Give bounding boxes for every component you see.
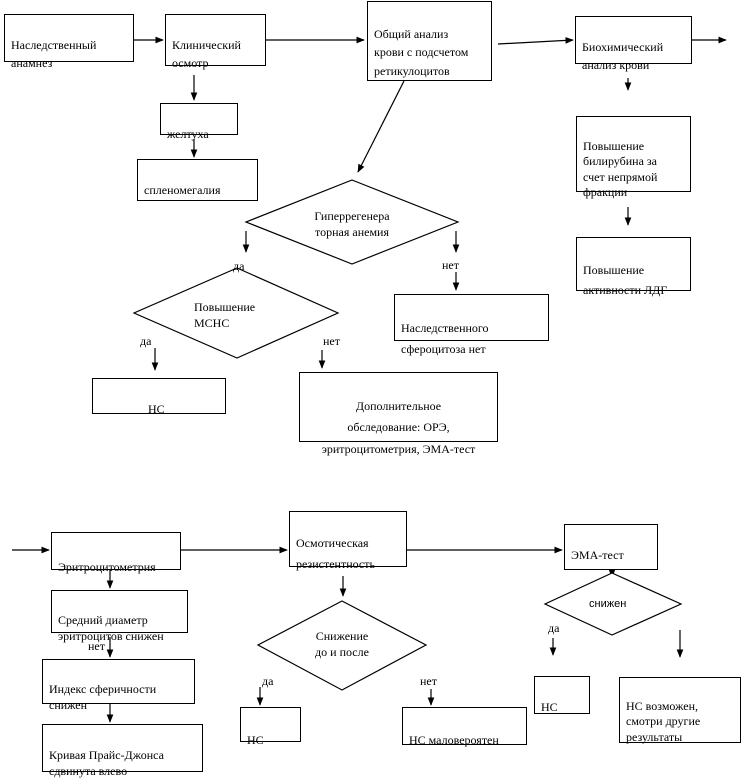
sphericity-index-label: Индекс сферичности снижен — [49, 682, 157, 713]
blood-test-label: Общий анализ крови с подсчетом ретикулоц… — [374, 26, 469, 78]
hs-result-box-2: НС — [240, 707, 301, 747]
arrow-blood-to-hyperregen — [357, 80, 405, 173]
hyperregen-decision-label: Гиперрегенера торная анемия — [314, 209, 390, 240]
clinical-exam-label: Клинический осмотр — [172, 37, 241, 71]
ema-test-box: ЭМА-тест — [564, 524, 658, 570]
hs-result-box-1: НС — [92, 378, 226, 416]
hs-unlikely-label: НС маловероятен — [409, 732, 499, 747]
osmotic-resistance-label: Осмотическая резистентность — [296, 536, 375, 571]
jaundice-label: желтуха — [167, 126, 209, 141]
arrow-blood-to-biochem — [497, 37, 574, 45]
yes-label-2: да — [140, 334, 152, 348]
yes-label-5: да — [548, 621, 560, 635]
mean-diameter-box: Средний диаметр эритроцитов снижен — [51, 590, 188, 643]
price-jones-label: Кривая Прайс-Джонса сдвинута влево — [49, 748, 164, 779]
reduced-diamond — [543, 572, 683, 636]
no-label-1: нет — [442, 258, 459, 272]
hs-result-label-2: НС — [247, 732, 264, 747]
hs-possible-box: НС возможен, смотри другие результаты — [619, 677, 741, 744]
no-label-2: нет — [323, 334, 340, 348]
mchc-decision-label: Повышение МСНС — [194, 300, 256, 331]
ldh-label: Повышение активности ЛДГ — [583, 262, 668, 297]
ema-test-label: ЭМА-тест — [571, 547, 624, 562]
hyperregen-diamond — [244, 179, 460, 265]
no-spherocytosis-box: Наследственного сфероцитоза нет — [394, 294, 549, 356]
no-spherocytosis-label: Наследственного сфероцитоза нет — [401, 321, 489, 356]
splenomegaly-label: спленомегалия — [144, 182, 221, 197]
hs-possible-label: НС возможен, смотри другие результаты — [626, 698, 701, 744]
hereditary-anamnesis-label: Наследственный анамнез — [11, 37, 97, 71]
bilirubin-label: Повышение билирубина за счет непрямой фр… — [583, 138, 658, 200]
no-label-3: нет — [88, 639, 105, 653]
additional-exam-label: Дополнительное обследование: ОРЭ, эритро… — [321, 398, 476, 456]
reduction-diamond — [256, 600, 428, 691]
blood-test-box: Общий анализ крови с подсчетом ретикулоц… — [367, 1, 492, 81]
hereditary-anamnesis-box: Наследственный анамнез — [4, 14, 134, 70]
additional-exam-box: Дополнительное обследование: ОРЭ, эритро… — [299, 372, 498, 456]
sphericity-index-box: Индекс сферичности снижен — [42, 659, 195, 712]
osmotic-resistance-box: Осмотическая резистентность — [289, 511, 407, 571]
bilirubin-box: Повышение билирубина за счет непрямой фр… — [576, 116, 691, 199]
ldh-box: Повышение активности ЛДГ — [576, 237, 691, 297]
mean-diameter-label: Средний диаметр эритроцитов снижен — [58, 613, 164, 644]
no-label-4: нет — [420, 674, 437, 688]
biochem-box: Биохимический анализ крови — [575, 16, 692, 72]
yes-label-1: да — [233, 259, 245, 273]
hs-result-label-3: НС — [541, 699, 558, 714]
clinical-exam-box: Клинический осмотр — [165, 14, 266, 70]
splenomegaly-box: спленомегалия — [137, 159, 258, 201]
hs-unlikely-box: НС маловероятен — [402, 707, 527, 747]
hs-result-box-3: НС — [534, 676, 590, 714]
biochem-label: Биохимический анализ крови — [582, 39, 664, 73]
yes-label-4: да — [262, 674, 274, 688]
reduced-decision-label: снижен — [589, 598, 627, 610]
reduction-decision-label: Снижение до и после — [315, 629, 369, 660]
price-jones-box: Кривая Прайс-Джонса сдвинута влево — [42, 724, 203, 778]
mchc-diamond — [132, 267, 340, 359]
erythrocytometry-label: Эритроцитометрия — [58, 559, 156, 574]
hs-result-label-1: НС — [148, 401, 165, 416]
erythrocytometry-box: Эритроцитометрия — [51, 532, 181, 574]
jaundice-box: желтуха — [160, 103, 238, 141]
